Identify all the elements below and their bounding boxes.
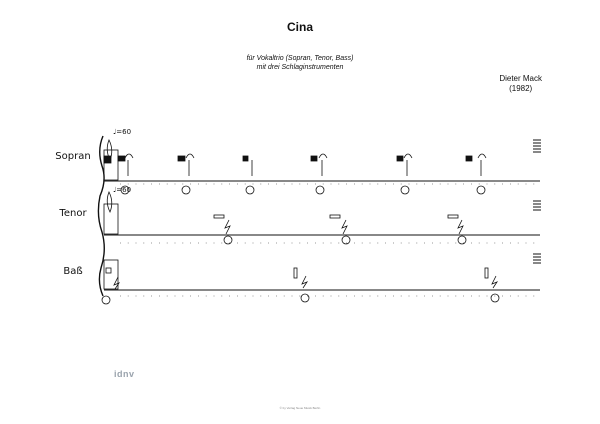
composer-block: Dieter Mack (1982) (499, 74, 542, 94)
instrumentation-line-1: für Vokaltrio (Sopran, Tenor, Bass) (246, 55, 354, 62)
publisher-watermark: idnv (114, 369, 135, 379)
copyright-notice: © by Verlag Neue Musik Berlin (279, 406, 321, 410)
composer-name: Dieter Mack (499, 74, 542, 83)
voice-label-soprano: Sopran (55, 151, 91, 162)
voice-label-bass: Baß (63, 266, 83, 277)
bass-events (101, 267, 500, 305)
composition-year: (1982) (509, 84, 533, 93)
soprano-clef-area (103, 139, 119, 181)
system-brace (97, 135, 105, 297)
tenor-events (213, 214, 467, 245)
instrumentation-line-2: mit drei Schlaginstrumenten (256, 64, 344, 71)
tenor-clef-area (103, 191, 119, 235)
soprano-events (117, 153, 487, 195)
instrumentation: für Vokaltrio (Sopran, Tenor, Bass) mit … (0, 54, 600, 72)
bass-clef-area (103, 259, 119, 290)
tempo-mark-tenor: ♩=60 (113, 186, 131, 194)
voice-label-tenor: Tenor (59, 208, 87, 219)
system-end-marks (533, 139, 541, 264)
piece-title: Cina (286, 20, 313, 34)
tempo-mark-soprano: ♩=60 (113, 128, 131, 136)
